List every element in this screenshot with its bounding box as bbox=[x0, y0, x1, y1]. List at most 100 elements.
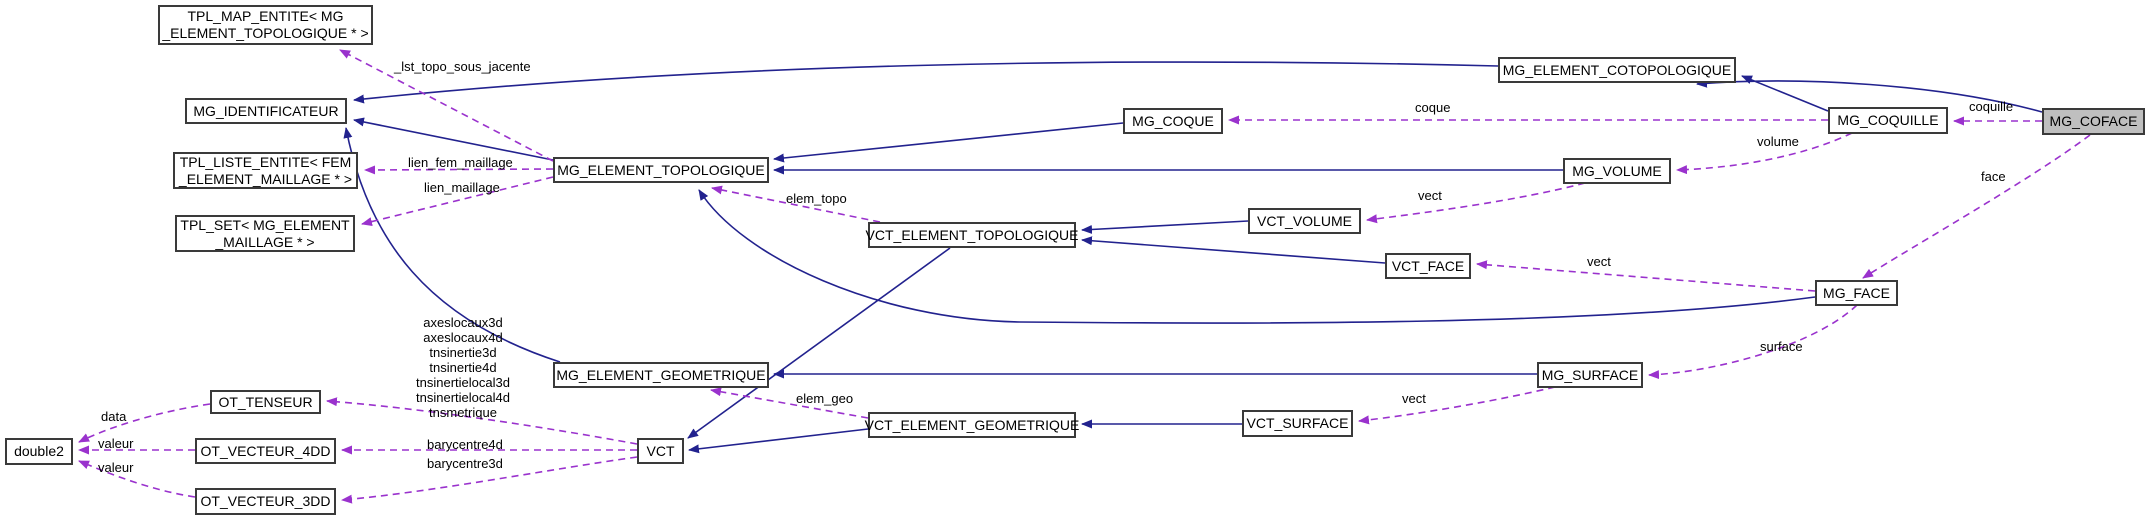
node-label: MG_FACE bbox=[1823, 284, 1890, 301]
node-label: _MAILLAGE * > bbox=[215, 233, 315, 250]
edge-inherit-coque-elementtopologique bbox=[773, 122, 1124, 163]
member-label: tnsinertielocal4d bbox=[416, 390, 510, 405]
node-label: MG_ELEMENT_COTOPOLOGIQUE bbox=[1502, 61, 1732, 78]
edge-use-volume bbox=[1676, 132, 1853, 175]
node-label: _ELEMENT_MAILLAGE * > bbox=[178, 170, 353, 187]
node-label: MG_VOLUME bbox=[1572, 162, 1662, 179]
node-mg-element-topologique[interactable]: MG_ELEMENT_TOPOLOGIQUE bbox=[553, 157, 769, 183]
node-vct-face[interactable]: VCT_FACE bbox=[1385, 253, 1471, 279]
node-label: MG_ELEMENT_TOPOLOGIQUE bbox=[557, 161, 765, 178]
node-vct-volume[interactable]: VCT_VOLUME bbox=[1248, 208, 1361, 234]
edge-inherit-vctelementgeometrique-vct bbox=[688, 428, 869, 454]
edge-use-vect-volume bbox=[1366, 182, 1586, 224]
member-label: axeslocaux4d bbox=[423, 330, 503, 345]
edge-label-lien-maillage: lien_maillage bbox=[424, 180, 500, 195]
edge-inherit-vctface-vctelementtopologique bbox=[1081, 236, 1386, 264]
node-label: MG_IDENTIFICATEUR bbox=[193, 102, 339, 119]
node-label: TPL_LISTE_ENTITE< FEM bbox=[179, 153, 352, 170]
edge-label-lst-topo-sous-jacente: _lst_topo_sous_jacente bbox=[394, 59, 531, 74]
node-label: MG_COFACE bbox=[2049, 113, 2138, 129]
node-label: VCT_ELEMENT_GEOMETRIQUE bbox=[864, 416, 1080, 433]
edge-label-vect-volume: vect bbox=[1418, 188, 1442, 203]
node-vct[interactable]: VCT bbox=[637, 438, 684, 464]
edge-label-data: data bbox=[101, 409, 127, 424]
edge-label-elem-geo: elem_geo bbox=[796, 391, 854, 406]
node-double2[interactable]: double2 bbox=[5, 438, 73, 465]
edge-label-coquille: coquille bbox=[1969, 99, 2014, 114]
node-label: VCT bbox=[646, 442, 675, 459]
edge-label-vect-face: vect bbox=[1587, 254, 1611, 269]
node-vct-surface[interactable]: VCT_SURFACE bbox=[1242, 410, 1353, 437]
edge-inherit-elementtopologique-identificateur bbox=[353, 117, 554, 161]
member-label: tnsmetrique bbox=[429, 405, 497, 420]
edge-inherit-vctelementtopologique-vct bbox=[687, 247, 951, 439]
node-label: OT_VECTEUR_3DD bbox=[200, 493, 331, 509]
edge-use-elem-topo bbox=[711, 185, 881, 223]
edge-use-barycentre3d bbox=[341, 456, 638, 504]
node-label: MG_SURFACE bbox=[1541, 366, 1639, 383]
node-label: MG_COQUE bbox=[1132, 112, 1214, 129]
node-mg-element-geometrique[interactable]: MG_ELEMENT_GEOMETRIQUE bbox=[553, 362, 769, 388]
node-label: VCT_SURFACE bbox=[1246, 415, 1349, 431]
edge-label-volume: volume bbox=[1757, 134, 1799, 149]
edge-inherit-cotopologique-identificateur bbox=[353, 61, 1499, 104]
node-tpl-map-entite[interactable]: TPL_MAP_ENTITE< MG _ELEMENT_TOPOLOGIQUE … bbox=[158, 5, 373, 45]
member-label: tnsinertie4d bbox=[429, 360, 497, 375]
node-label: TPL_SET< MG_ELEMENT bbox=[180, 216, 350, 233]
edge-use-vect-face bbox=[1476, 260, 1816, 292]
node-mg-element-cotopologique[interactable]: MG_ELEMENT_COTOPOLOGIQUE bbox=[1498, 57, 1736, 83]
node-ot-vecteur-4dd[interactable]: OT_VECTEUR_4DD bbox=[195, 438, 336, 464]
node-label: VCT_FACE bbox=[1391, 257, 1465, 274]
member-label: axeslocaux3d bbox=[423, 315, 503, 330]
node-vct-element-topologique[interactable]: VCT_ELEMENT_TOPOLOGIQUE bbox=[865, 222, 1079, 248]
node-label: VCT_VOLUME bbox=[1257, 212, 1352, 229]
edge-use-lst-topo-sous-jacente bbox=[339, 49, 554, 162]
edge-use-face bbox=[1862, 134, 2091, 279]
node-label: MG_COQUILLE bbox=[1837, 112, 1939, 128]
node-mg-coquille[interactable]: MG_COQUILLE bbox=[1828, 107, 1948, 134]
edge-label-vect-surface: vect bbox=[1402, 391, 1426, 406]
node-label: TPL_MAP_ENTITE< MG bbox=[187, 8, 344, 24]
edge-label-coque: coque bbox=[1415, 100, 1451, 115]
node-ot-tenseur[interactable]: OT_TENSEUR bbox=[210, 390, 321, 414]
member-label: tnsinertielocal3d bbox=[416, 375, 510, 390]
node-tpl-liste-entite[interactable]: TPL_LISTE_ENTITE< FEM _ELEMENT_MAILLAGE … bbox=[173, 152, 358, 189]
edge-label-surface: surface bbox=[1760, 339, 1803, 354]
edge-label-barycentre4d: barycentre4d bbox=[427, 437, 503, 452]
edge-inherit-vctvolume-vctelementtopologique bbox=[1081, 220, 1249, 234]
node-mg-coface[interactable]: MG_COFACE bbox=[2042, 108, 2145, 135]
node-mg-volume[interactable]: MG_VOLUME bbox=[1563, 158, 1671, 184]
edge-label-barycentre3d: barycentre3d bbox=[427, 456, 503, 471]
edge-use-elem-geo bbox=[710, 387, 869, 419]
edge-inherit-face-elementtopologique bbox=[698, 189, 1816, 324]
edge-label-vct-tenseur-members: axeslocaux3d axeslocaux4d tnsinertie3d t… bbox=[401, 315, 525, 420]
node-label: OT_VECTEUR_4DD bbox=[200, 442, 331, 459]
edge-inherit-coface-cotopologique bbox=[1696, 78, 2043, 113]
node-label: OT_TENSEUR bbox=[218, 393, 313, 410]
node-mg-face[interactable]: MG_FACE bbox=[1815, 280, 1898, 306]
node-tpl-set[interactable]: TPL_SET< MG_ELEMENT _MAILLAGE * > bbox=[175, 215, 355, 252]
edge-label-valeur-3dd: valeur bbox=[98, 460, 134, 475]
node-mg-identificateur[interactable]: MG_IDENTIFICATEUR bbox=[185, 98, 347, 124]
edge-use-surface bbox=[1648, 304, 1858, 380]
edge-use-lien-fem-maillage bbox=[364, 165, 554, 175]
edge-use-valeur-3dd bbox=[78, 460, 196, 498]
edge-label-valeur-4dd: valeur bbox=[98, 436, 134, 451]
node-vct-element-geometrique[interactable]: VCT_ELEMENT_GEOMETRIQUE bbox=[865, 412, 1079, 438]
node-label: MG_ELEMENT_GEOMETRIQUE bbox=[556, 366, 766, 383]
edge-use-vect-surface bbox=[1358, 386, 1556, 425]
edge-label-elem-topo: elem_topo bbox=[786, 191, 847, 206]
node-label: _ELEMENT_TOPOLOGIQUE * > bbox=[162, 25, 369, 41]
node-mg-surface[interactable]: MG_SURFACE bbox=[1537, 362, 1643, 388]
node-label: double2 bbox=[14, 443, 64, 459]
edge-label-lien-fem-maillage: lien_fem_maillage bbox=[408, 155, 513, 170]
node-mg-coque[interactable]: MG_COQUE bbox=[1123, 108, 1223, 134]
node-label: VCT_ELEMENT_TOPOLOGIQUE bbox=[865, 226, 1079, 243]
node-ot-vecteur-3dd[interactable]: OT_VECTEUR_3DD bbox=[195, 488, 336, 515]
member-label: tnsinertie3d bbox=[429, 345, 497, 360]
edge-use-lien-maillage bbox=[361, 176, 554, 226]
edge-use-data bbox=[78, 403, 211, 443]
edge-use-vct-tenseur bbox=[326, 397, 638, 445]
